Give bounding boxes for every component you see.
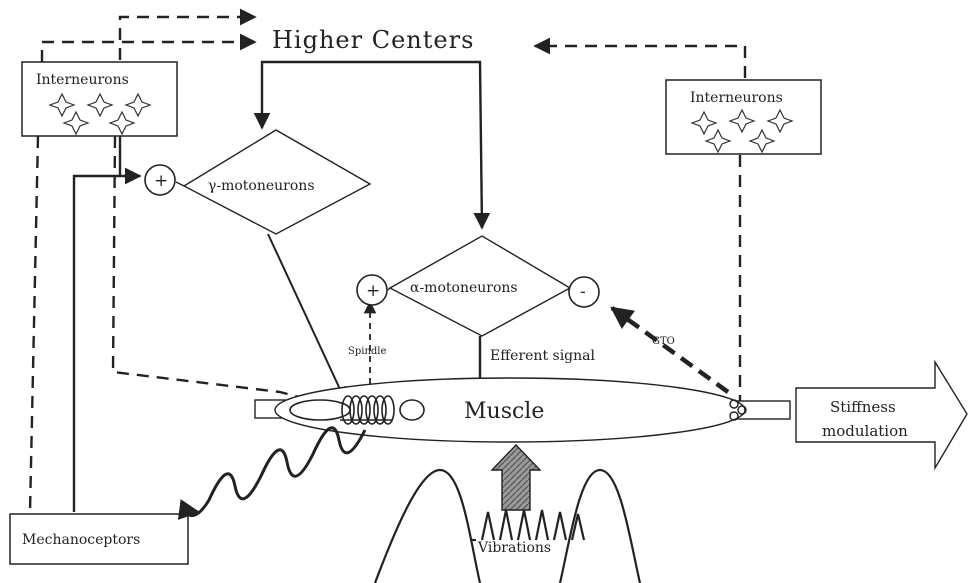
vibrations-label: Vibrations — [477, 540, 551, 556]
higher-to-gamma — [253, 60, 470, 130]
alpha-motoneurons-label: α-motoneurons — [410, 280, 518, 296]
gamma-plus-sign: + — [154, 171, 168, 191]
neuron-stars-right — [690, 108, 794, 154]
mechanoceptors-label: Mechanoceptors — [22, 532, 140, 548]
muscle-label: Muscle — [464, 399, 544, 424]
gto-label: GTO — [652, 336, 675, 347]
stiffness-arrow — [795, 359, 968, 471]
interneurons-right-label: Interneurons — [690, 90, 783, 106]
mechanoceptors-box — [9, 513, 189, 565]
dashed-top-arrow-2 — [40, 33, 257, 62]
spring-muscle-mechanoceptor — [177, 426, 367, 520]
dashed-right-to-higher — [533, 37, 747, 78]
spindle-coil — [289, 395, 425, 425]
vibration-up-arrow — [490, 443, 542, 511]
gamma-motoneurons-diamond — [182, 129, 372, 235]
gamma-plus-circle — [144, 164, 176, 196]
dashed-left-mechanoceptors — [28, 135, 40, 513]
mechanoceptor-to-gamma — [72, 167, 142, 512]
alpha-plus-circle — [356, 274, 388, 306]
dashed-interneuron-spindle — [111, 135, 341, 410]
dashed-pathways — [28, 8, 747, 513]
stiffness-line1: Stiffness — [830, 398, 896, 416]
alpha-minus-circle — [568, 276, 600, 308]
efferent-signal-label: Efferent signal — [490, 348, 596, 364]
gto-receptor — [729, 399, 747, 421]
spindle-label: Spindle — [348, 346, 386, 357]
solid-pathways — [72, 60, 491, 512]
muscle-shape — [254, 377, 791, 443]
gamma-motoneurons-label: γ-motoneurons — [208, 178, 315, 194]
neuron-stars-left — [48, 92, 152, 136]
gto-dashed-arrow — [610, 306, 730, 394]
alpha-minus-sign: - — [580, 282, 586, 302]
interneurons-left-label: Interneurons — [36, 72, 129, 88]
higher-to-alpha — [470, 60, 491, 230]
alpha-plus-sign: + — [366, 281, 380, 301]
dashed-top-arrow-1 — [118, 8, 257, 60]
stiffness-line2: modulation — [822, 422, 908, 440]
higher-centers-label: Higher Centers — [272, 26, 474, 54]
gamma-to-spindle — [267, 233, 347, 402]
muscle-belly — [274, 377, 746, 443]
